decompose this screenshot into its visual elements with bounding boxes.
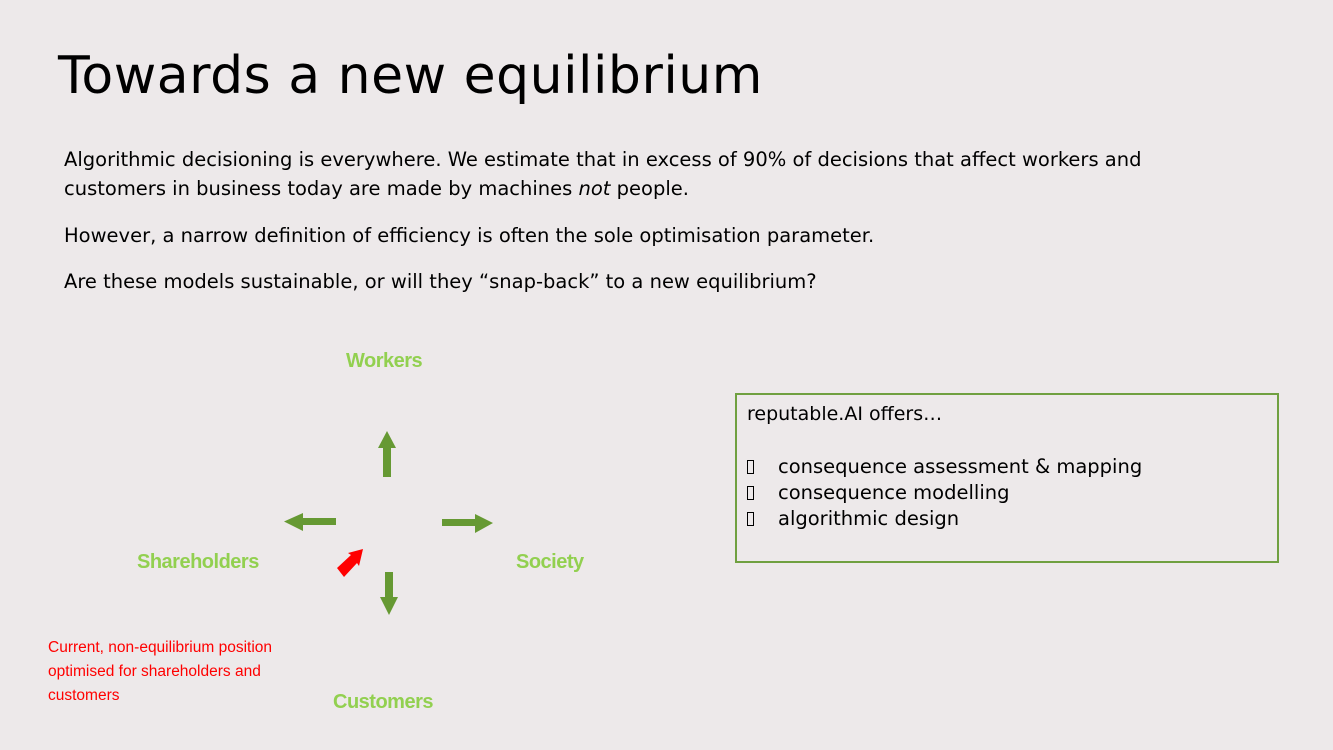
offer-item: consequence assessment & mapping [747, 455, 1142, 478]
current-position-arrow-icon [337, 549, 363, 577]
current-position-note: Current, non-equilibrium position optimi… [48, 636, 272, 708]
slide-title: Towards a new equilibrium [58, 46, 763, 106]
bullet-icon [747, 459, 754, 474]
offer-label: consequence assessment & mapping [778, 455, 1143, 478]
offer-item: consequence modelling [747, 481, 1009, 504]
bullet-icon [747, 485, 754, 500]
bullet-icon [747, 511, 754, 526]
label-customers: Customers [333, 691, 433, 713]
paragraph-2: However, a narrow definition of efficien… [64, 224, 875, 247]
arrow-down-icon [380, 572, 398, 615]
arrow-up-icon [378, 431, 396, 477]
offer-label: algorithmic design [778, 507, 960, 530]
arrow-left-icon [284, 513, 336, 531]
label-workers: Workers [346, 350, 423, 372]
note-line: customers [48, 687, 120, 704]
label-society: Society [516, 551, 584, 573]
text: customers in business today are made by … [64, 177, 579, 200]
note-line: optimised for shareholders and [48, 663, 261, 680]
paragraph-1-line-1: Algorithmic decisioning is everywhere. W… [64, 148, 1142, 171]
offers-box: reputable.AI offers… consequence assessm… [735, 393, 1279, 563]
emphasis-not: not [578, 177, 611, 200]
paragraph-3: Are these models sustainable, or will th… [64, 270, 817, 293]
arrow-right-icon [442, 514, 493, 533]
offers-title: reputable.AI offers… [747, 403, 943, 425]
text: people. [610, 177, 689, 200]
offer-label: consequence modelling [778, 481, 1010, 504]
note-line: Current, non-equilibrium position [48, 639, 273, 656]
offer-item: algorithmic design [747, 507, 959, 530]
paragraph-1-line-2: customers in business today are made by … [64, 174, 689, 203]
label-shareholders: Shareholders [137, 551, 259, 573]
